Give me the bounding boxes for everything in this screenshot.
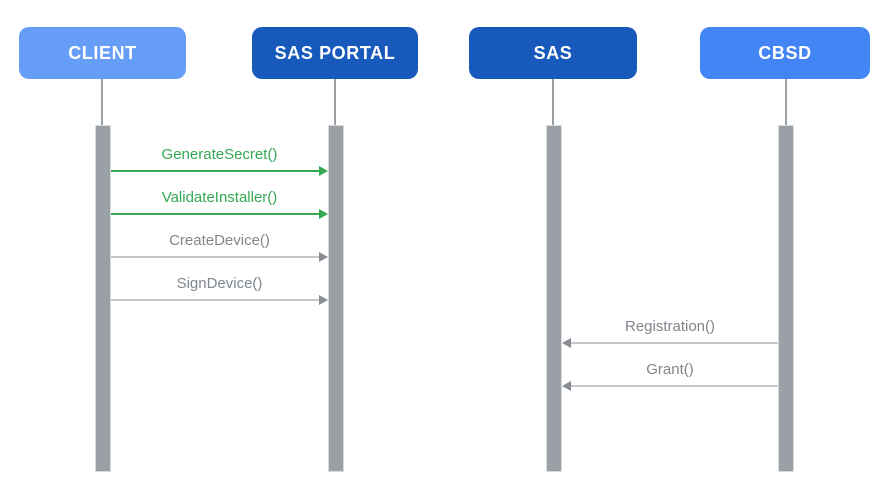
lifeline-stem-sas (552, 79, 554, 125)
message-label-validate-installer: ValidateInstaller() (161, 189, 278, 206)
actor-label-sas: SAS (533, 42, 573, 63)
lifeline-stem-cbsd (785, 79, 787, 125)
arrow-left-icon (562, 381, 571, 391)
message-validate-installer: ValidateInstaller() (111, 188, 328, 219)
message-label-registration: Registration() (624, 318, 716, 335)
activation-bar-cbsd (778, 125, 794, 472)
message-arrow-line (111, 170, 320, 172)
actor-box-client: CLIENT (19, 27, 186, 79)
message-label-create-device: CreateDevice() (169, 232, 270, 249)
actor-label-client: CLIENT (68, 42, 137, 63)
message-arrow-line (570, 385, 778, 387)
message-create-device: CreateDevice() (111, 231, 328, 262)
message-generate-secret: GenerateSecret() (111, 145, 328, 176)
message-grant: Grant() (562, 360, 778, 391)
message-label-grant: Grant() (646, 361, 694, 378)
arrow-left-icon (562, 338, 571, 348)
arrow-right-icon (319, 252, 328, 262)
arrow-right-icon (319, 209, 328, 219)
message-registration: Registration() (562, 317, 778, 348)
actor-label-cbsd: CBSD (758, 42, 812, 63)
arrow-right-icon (319, 166, 328, 176)
actor-label-sas-portal: SAS PORTAL (274, 42, 396, 63)
activation-bar-sas (546, 125, 562, 472)
message-arrow-line (111, 256, 320, 258)
actor-box-cbsd: CBSD (700, 27, 870, 79)
message-label-generate-secret: GenerateSecret() (161, 146, 278, 163)
message-arrow-line (111, 299, 320, 301)
lifeline-stem-sas-portal (334, 79, 336, 125)
activation-bar-sas-portal (328, 125, 344, 472)
message-arrow-line (111, 213, 320, 215)
activation-bar-client (95, 125, 111, 472)
message-label-sign-device: SignDevice() (176, 275, 263, 292)
arrow-right-icon (319, 295, 328, 305)
lifeline-stem-client (101, 79, 103, 125)
message-sign-device: SignDevice() (111, 274, 328, 305)
message-arrow-line (570, 342, 778, 344)
actor-box-sas: SAS (469, 27, 637, 79)
actor-box-sas-portal: SAS PORTAL (252, 27, 418, 79)
